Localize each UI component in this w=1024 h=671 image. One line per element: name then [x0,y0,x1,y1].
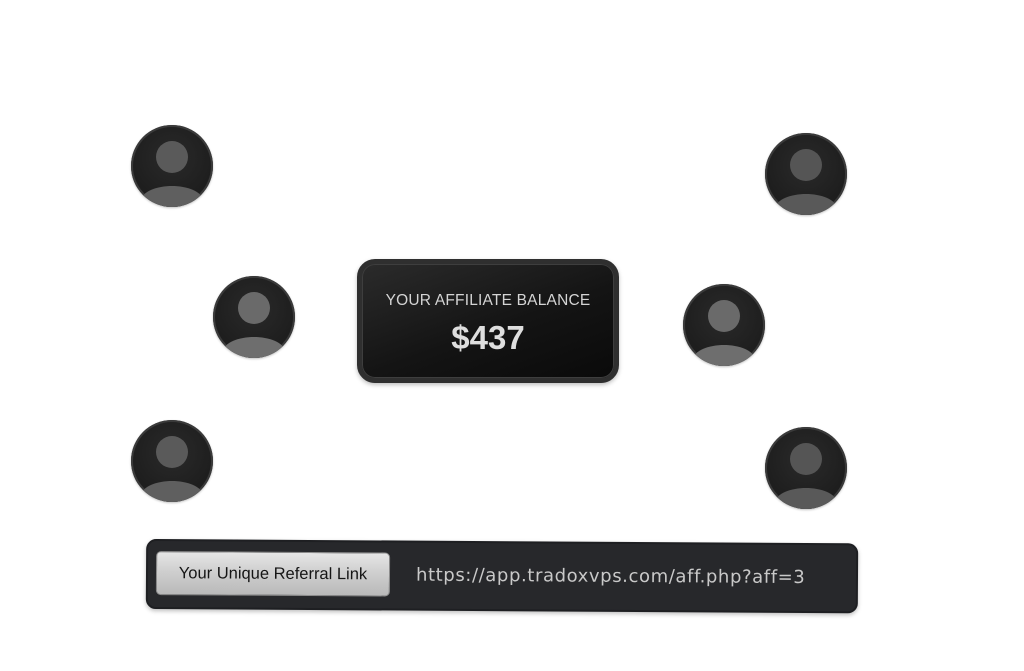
user-avatar-icon [131,125,213,207]
user-avatar-icon [213,276,295,358]
user-avatar-icon [765,427,847,509]
referral-link-label-button[interactable]: Your Unique Referral Link [155,551,391,597]
user-avatar-icon [683,284,765,366]
affiliate-balance-card: YOUR AFFILIATE BALANCE $437 [357,259,619,383]
referral-link-url[interactable]: https://app.tradoxvps.com/aff.php?aff=3 [415,564,806,589]
balance-amount: $437 [451,319,525,356]
user-avatar-icon [131,420,213,502]
user-avatar-icon [765,133,847,215]
balance-label: YOUR AFFILIATE BALANCE [385,292,591,309]
referral-link-bar: Your Unique Referral Link https://app.tr… [145,539,859,614]
